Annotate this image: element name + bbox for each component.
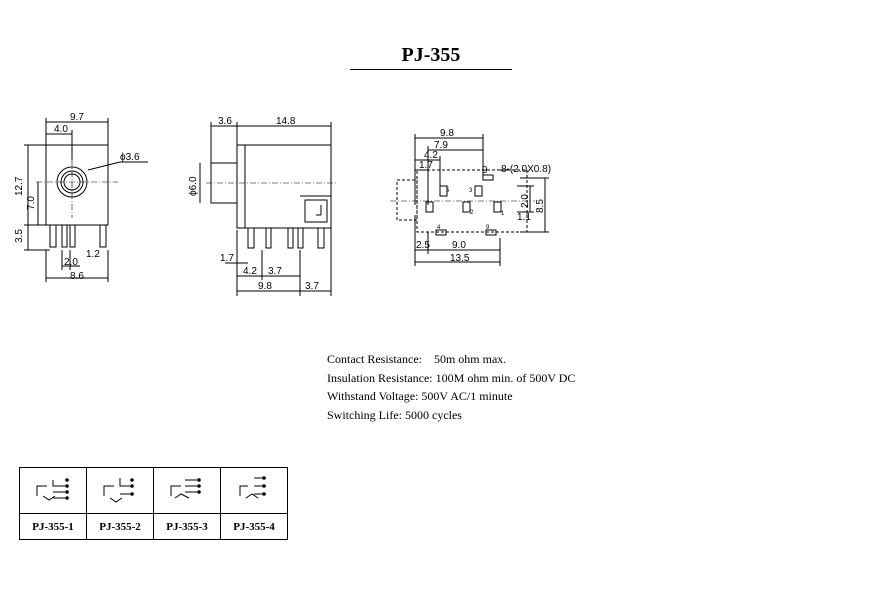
dim-fp-2-5: 2.5 <box>416 240 430 251</box>
jack-schematic-icon <box>239 476 266 499</box>
front-view <box>24 118 148 282</box>
dim-front-pin-width: 1.2 <box>86 249 100 260</box>
dim-fp-length: 13.5 <box>450 253 470 264</box>
spec-withstand-voltage: Withstand Voltage: 500V AC/1 minute <box>327 389 513 403</box>
specifications: Contact Resistance: 50m ohm max. Insulat… <box>327 350 575 424</box>
dim-front-pin-length: 3.5 <box>14 229 25 243</box>
jack-schematic-icon <box>103 478 134 503</box>
variant-label-3: PJ-355-3 <box>153 513 221 540</box>
dim-front-height: 12.7 <box>14 176 25 196</box>
dim-front-center: 4.0 <box>54 124 68 135</box>
pin-number: 3 <box>469 188 473 194</box>
dim-front-hole: ϕ3.6 <box>120 152 140 163</box>
variant-label-1: PJ-355-1 <box>19 513 87 540</box>
dim-front-base: 8.6 <box>70 271 84 282</box>
side-view <box>199 122 336 296</box>
variant-symbol-2 <box>86 467 154 514</box>
drawing-title: PJ-355 <box>350 44 512 70</box>
dim-fp-4-2: 4.2 <box>424 150 438 161</box>
pin-number: 9 <box>486 225 490 231</box>
front-view-dims: 9.7 4.0 ϕ3.6 12.7 7.0 3.5 2.0 1.2 8.6 <box>14 112 140 282</box>
spec-insulation-resistance: Insulation Resistance: 100M ohm min. of … <box>327 370 576 385</box>
dim-side-pin-offset: 1.7 <box>220 253 234 264</box>
variant-symbol-3 <box>153 467 221 514</box>
dim-side-dia: ϕ6.0 <box>188 176 199 196</box>
dim-fp-height: 8.5 <box>535 199 546 213</box>
dim-fp-1-1: 1.1 <box>517 212 531 223</box>
dim-fp-9-8: 9.8 <box>440 128 454 139</box>
dim-side-span: 9.8 <box>258 281 272 292</box>
pin-number: 4 <box>437 225 441 231</box>
spec-contact-resistance: Contact Resistance: 50m ohm max. <box>327 352 507 366</box>
dim-side-pitch-b: 3.7 <box>268 266 282 277</box>
variant-symbol-1 <box>19 467 87 514</box>
variant-symbol-4 <box>220 467 288 514</box>
variant-label-4: PJ-355-4 <box>220 513 288 540</box>
side-view-dims: 3.6 14.8 ϕ6.0 1.7 4.2 3.7 9.8 3.7 <box>188 116 319 292</box>
dim-fp-pad-note: 8-(2.0X0.8) <box>501 164 551 175</box>
pin-number: 1 <box>501 211 505 217</box>
dim-fp-2-0: 2.0 <box>520 194 531 208</box>
dim-side-body: 14.8 <box>276 116 296 127</box>
dim-side-front: 3.6 <box>218 116 232 127</box>
pin-number: 5 <box>446 188 450 194</box>
dim-front-pin-spacing: 2.0 <box>64 257 78 268</box>
pin-number: 2 <box>470 210 474 216</box>
dim-front-center-height: 7.0 <box>26 196 37 210</box>
jack-schematic-icon <box>36 478 69 501</box>
dim-front-width: 9.7 <box>70 112 84 123</box>
dim-fp-9-0: 9.0 <box>452 240 466 251</box>
dim-side-rear-pitch: 3.7 <box>305 281 319 292</box>
variant-table: PJ-355-1 PJ-355-2 PJ-355-3 PJ-355-4 <box>19 467 288 540</box>
footprint-view <box>390 134 549 266</box>
dim-fp-7-9: 7.9 <box>434 140 448 151</box>
jack-schematic-icon <box>170 478 201 499</box>
variant-label-2: PJ-355-2 <box>86 513 154 540</box>
footprint-dims: 9.8 7.9 4.2 1.7 9 8-(2.0X0.8) 8.5 2.0 1.… <box>416 128 551 264</box>
dim-side-pitch-a: 4.2 <box>243 266 257 277</box>
dim-fp-pad-count: 9 <box>482 165 488 176</box>
dim-fp-1-7: 1.7 <box>419 160 433 171</box>
spec-switching-life: Switching Life: 5000 cycles <box>327 407 462 422</box>
